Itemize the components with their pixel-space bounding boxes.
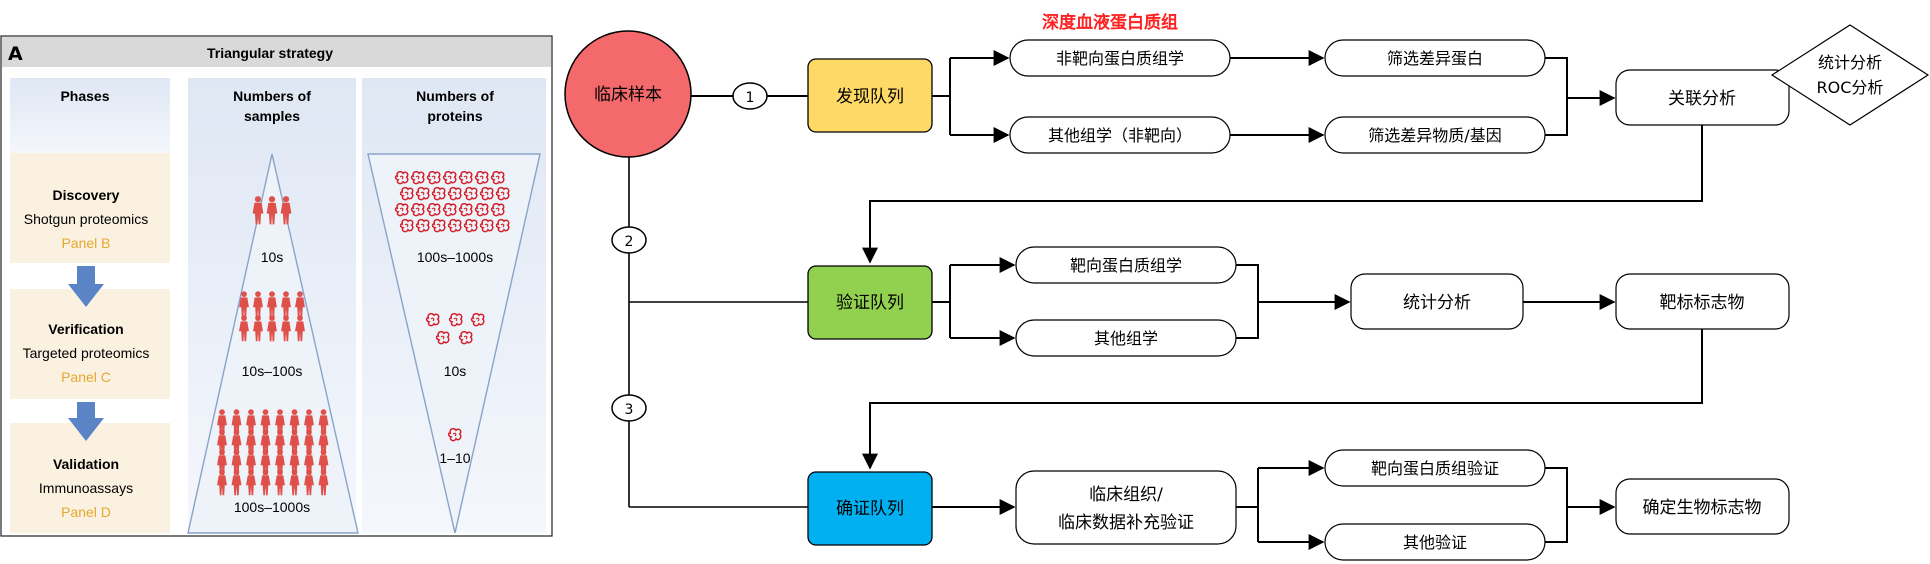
node-label-line2: 临床数据补充验证 xyxy=(1058,513,1194,533)
node-label: 统计分析 xyxy=(1403,293,1471,313)
phase-method: Immunoassays xyxy=(39,480,133,496)
phase-panel-ref: Panel B xyxy=(61,235,110,251)
flow-top-label: 深度血液蛋白质组 xyxy=(1042,12,1178,33)
node-label: 筛选差异物质/基因 xyxy=(1368,126,1501,145)
node-label: 关联分析 xyxy=(1668,89,1736,109)
confirmation-cohort-box xyxy=(807,471,933,546)
clinical-sample-node xyxy=(564,30,692,158)
flowchart: 深度血液蛋白质组 临床样本 1 2 3 发现队列 验证队列 确证队列 非靶向蛋白… xyxy=(564,12,1930,561)
samples-count-discovery: 10s xyxy=(261,249,284,265)
confirmation-cohort-label: 确证队列 xyxy=(836,499,904,519)
node-label: 其他组学 xyxy=(1094,329,1158,348)
phase-validation: Validation Immunoassays Panel D xyxy=(10,423,170,533)
node-label: 靶标标志物 xyxy=(1660,293,1745,313)
phase-box xyxy=(10,423,170,533)
step-marker-2 xyxy=(611,226,647,254)
clinical-sample-label: 临床样本 xyxy=(594,85,662,105)
proteins-count-verification: 10s xyxy=(444,363,467,379)
down-arrow-icon xyxy=(68,402,104,441)
confirmed-biomarker-node xyxy=(1615,478,1790,535)
phase-method: Targeted proteomics xyxy=(23,345,150,361)
samples-count-validation: 100s–1000s xyxy=(234,499,310,515)
phase-name: Verification xyxy=(48,321,123,337)
samples-column-title-line1: Numbers of xyxy=(233,88,311,104)
samples-triangle xyxy=(187,153,359,534)
phase-method: Shotgun proteomics xyxy=(24,211,149,227)
node-label: 确定生物标志物 xyxy=(1643,498,1762,518)
node-label: 靶向蛋白质组验证 xyxy=(1371,459,1499,478)
proteins-triangle xyxy=(367,153,541,534)
panel-title: Triangular strategy xyxy=(207,45,333,61)
step-marker-label: 2 xyxy=(625,234,634,250)
phases-column-header xyxy=(10,78,170,153)
phase-box xyxy=(10,153,170,263)
step-marker-3 xyxy=(611,394,647,422)
phase-panel-ref: Panel C xyxy=(61,369,111,385)
diamond-label-line2: ROC分析 xyxy=(1817,78,1884,97)
step-marker-1 xyxy=(732,82,768,110)
verification-cohort-label: 验证队列 xyxy=(836,293,904,313)
proteins-count-validation: 1–10 xyxy=(439,450,470,466)
node-label: 其他组学（非靶向） xyxy=(1048,126,1192,145)
proteins-column-title-line2: proteins xyxy=(427,108,482,124)
proteins-column-title-line1: Numbers of xyxy=(416,88,494,104)
step-marker-label: 3 xyxy=(625,402,634,418)
statistics-roc-diamond xyxy=(1770,24,1930,126)
node-label: 其他验证 xyxy=(1403,533,1467,552)
panel-a: A Triangular strategy Phases Numbers of … xyxy=(0,35,553,537)
node-label-line1: 临床组织/ xyxy=(1089,485,1163,505)
panel-a-header xyxy=(2,37,551,67)
diamond-label-line1: 统计分析 xyxy=(1818,53,1882,72)
down-arrow-icon xyxy=(68,266,104,307)
panel-letter: A xyxy=(8,43,23,65)
discovery-cohort-label: 发现队列 xyxy=(836,87,904,107)
phase-verification: Verification Targeted proteomics Panel C xyxy=(10,289,170,399)
clinical-supplementary-validation-node xyxy=(1015,470,1237,545)
phase-discovery: Discovery Shotgun proteomics Panel B xyxy=(10,153,170,263)
proteins-count-discovery: 100s–1000s xyxy=(417,249,493,265)
node-label: 筛选差异蛋白 xyxy=(1387,49,1483,68)
samples-count-verification: 10s–100s xyxy=(242,363,303,379)
step-marker-label: 1 xyxy=(746,90,755,106)
phase-name: Validation xyxy=(53,456,119,472)
node-label: 非靶向蛋白质组学 xyxy=(1056,49,1184,68)
node-label: 靶向蛋白质组学 xyxy=(1070,256,1182,275)
phase-name: Discovery xyxy=(53,187,120,203)
samples-column-title-line2: samples xyxy=(244,108,300,124)
phase-panel-ref: Panel D xyxy=(61,504,111,520)
phases-column-title: Phases xyxy=(60,88,109,104)
phase-box xyxy=(10,289,170,399)
